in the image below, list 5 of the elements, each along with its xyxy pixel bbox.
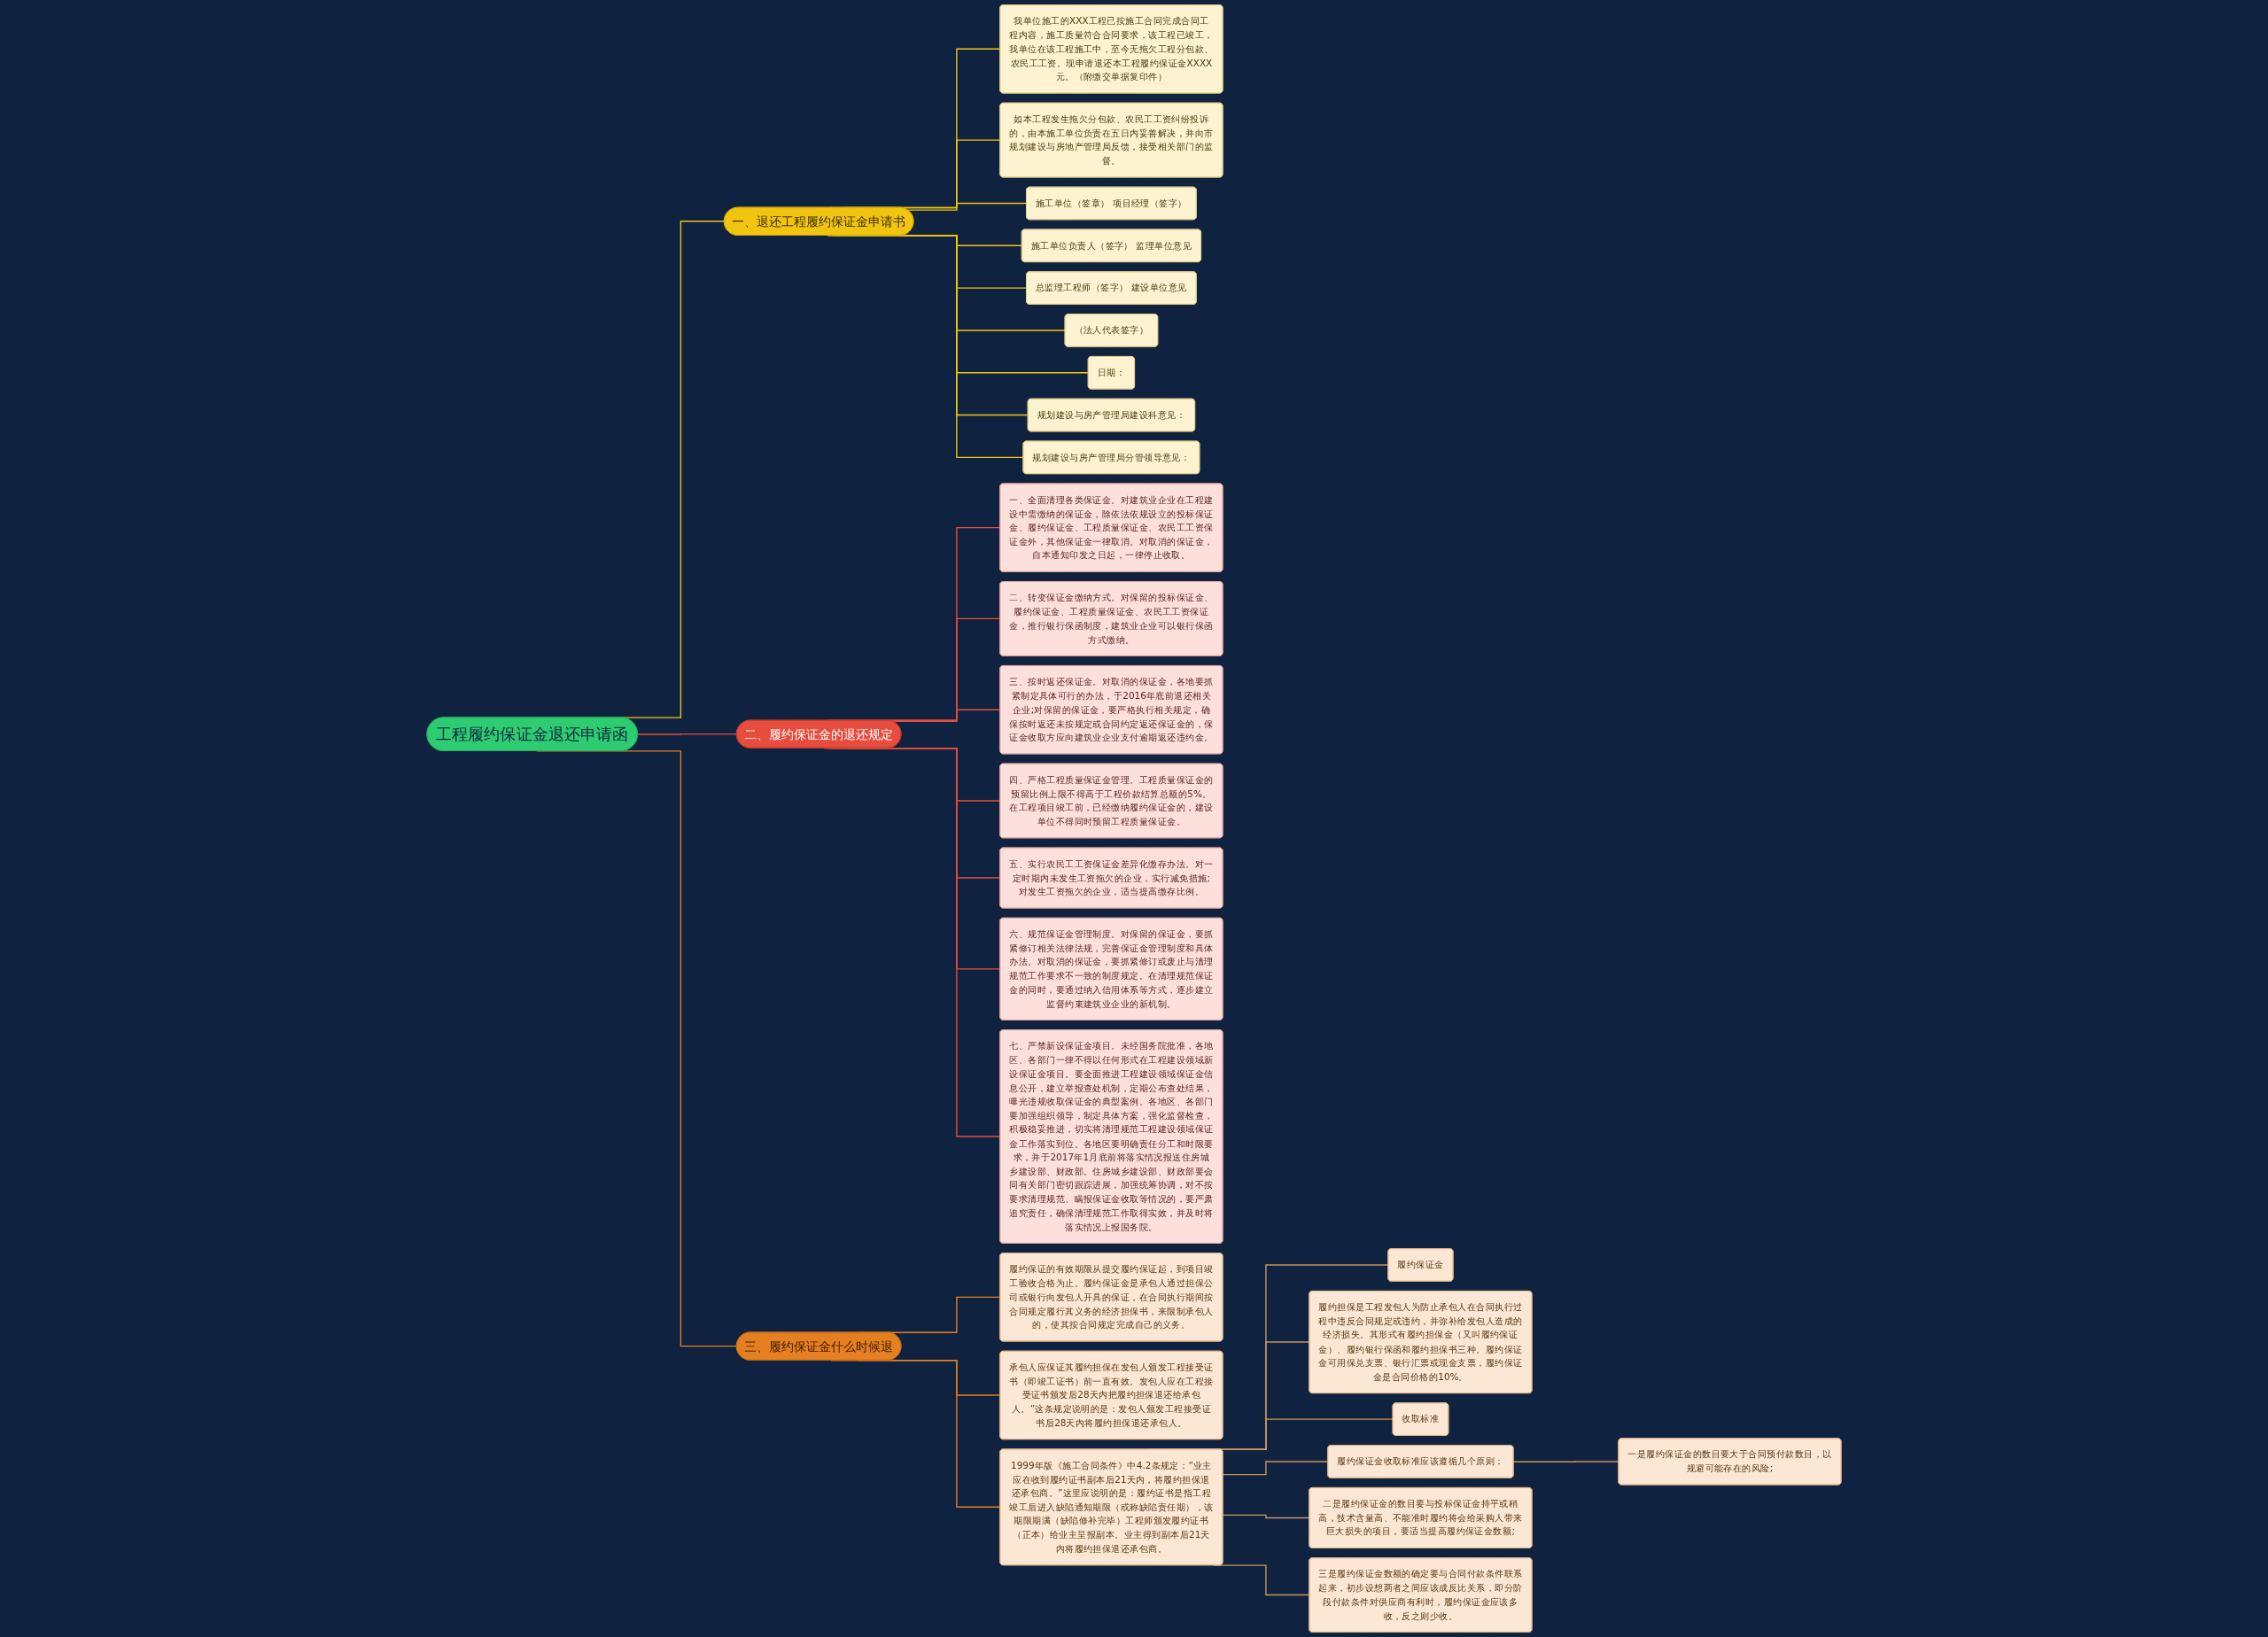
connector	[1222, 1514, 1310, 1519]
connector	[906, 202, 1028, 211]
connector	[1512, 1461, 1619, 1462]
connector	[1222, 1461, 1329, 1476]
connector	[637, 733, 738, 735]
